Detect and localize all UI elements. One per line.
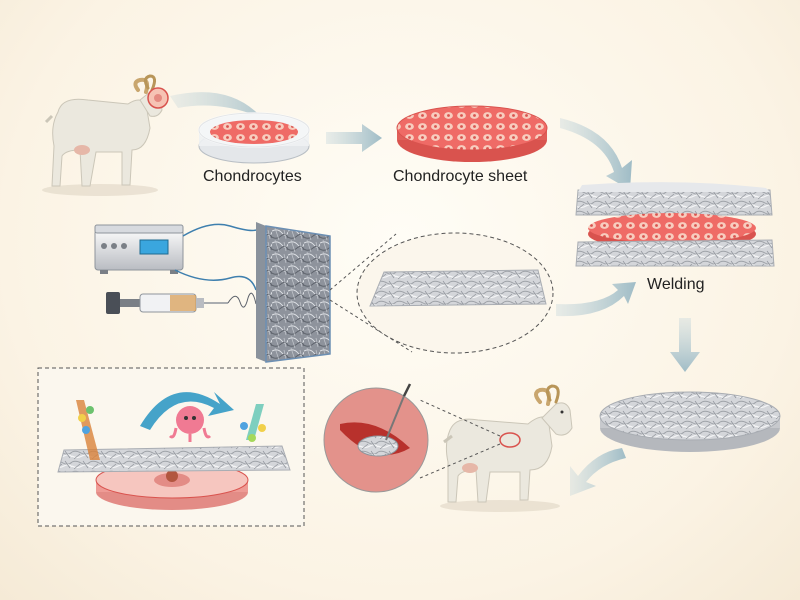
welding-stack-icon — [575, 182, 775, 267]
chondrocyte-sheet-icon — [396, 105, 548, 162]
arrow-to-sheet-icon — [326, 124, 382, 152]
goat-donor-icon — [42, 74, 163, 196]
collector-plate-icon — [256, 222, 331, 363]
label-chondrocyte-sheet: Chondrocyte sheet — [393, 168, 528, 185]
syringe-icon — [106, 292, 228, 314]
label-chondrocytes: Chondrocytes — [203, 168, 302, 185]
ground-cable-icon — [174, 269, 257, 291]
arrow-to-implant-icon — [570, 448, 626, 496]
implant-zoom-lines-icon — [419, 399, 501, 479]
arrow-membrane-to-welding-icon — [556, 282, 636, 317]
power-supply-icon — [94, 224, 184, 274]
sampling-swoosh-icon — [170, 92, 262, 118]
surgery-closeup-icon — [323, 383, 429, 493]
arrow-down-icon — [670, 318, 700, 372]
jet-icon — [227, 292, 257, 308]
petri-dish-icon — [198, 112, 310, 164]
cartilage-sample-icon — [147, 87, 169, 109]
power-cable-icon — [182, 223, 257, 237]
zoom-lines-icon — [329, 233, 413, 353]
implant-site-marker-icon — [499, 432, 521, 448]
welded-construct-icon — [599, 391, 781, 452]
nanofiber-membrane-icon — [369, 269, 547, 307]
label-welding: Welding — [647, 276, 705, 293]
goat-recipient-icon — [440, 384, 573, 512]
mechanism-illustration — [57, 392, 291, 510]
arrow-to-welding-icon — [560, 118, 632, 190]
